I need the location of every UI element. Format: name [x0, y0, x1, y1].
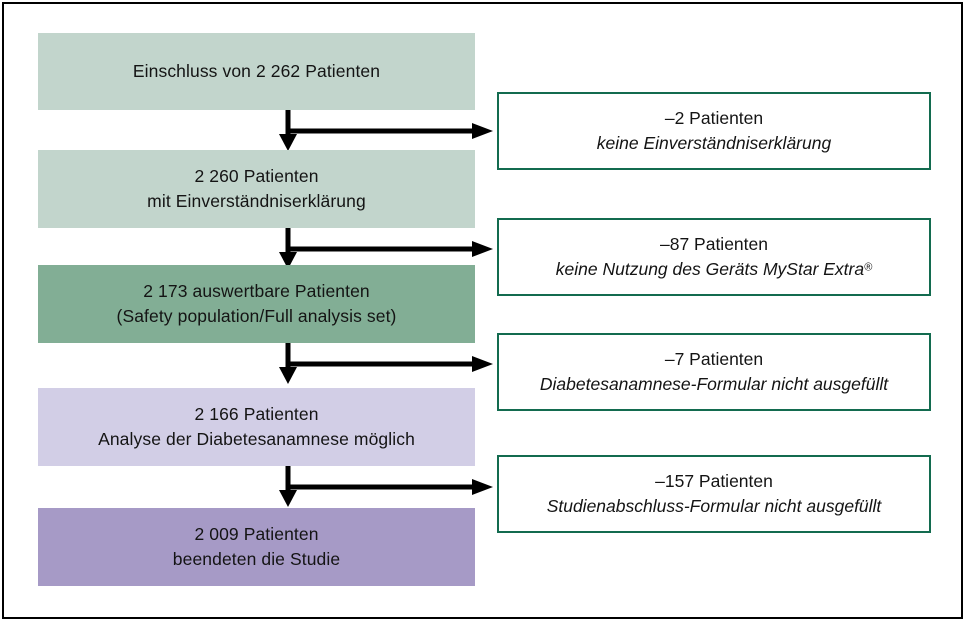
exclusion-reason: Diabetesanamnese-Formular nicht ausgefül… — [540, 372, 888, 397]
stage-line: 2 166 Patienten — [194, 404, 319, 425]
exclusion-reason: keine Einverständniserklärung — [597, 131, 831, 156]
stage-line: (Safety population/Full analysis set) — [116, 306, 397, 326]
exclusion-reason-text: keine Nutzung des Geräts MyStar Extra — [555, 259, 865, 279]
registered-trademark-icon: ® — [864, 261, 873, 274]
arrow-right-icon — [288, 241, 493, 257]
stage-box-completed: 2 009 Patienten beendeten die Studie — [38, 508, 475, 586]
arrow-right-icon — [288, 356, 493, 372]
arrow-down-icon — [279, 228, 297, 269]
exclusion-reason: Studienabschluss-Formular nicht ausgefül… — [547, 494, 882, 519]
exclusion-reason-text: keine Einverständniserklärung — [596, 133, 832, 153]
arrow-down-icon — [279, 466, 297, 507]
arrow-right-icon — [288, 479, 493, 495]
exclusion-box-completion-form-missing: –157 Patienten Studienabschluss-Formular… — [497, 455, 931, 533]
arrow-down-icon — [279, 343, 297, 384]
exclusion-reason-text: Diabetesanamnese-Formular nicht ausgefül… — [539, 374, 889, 394]
stage-line: 2 009 Patienten — [194, 524, 319, 545]
stage-line: mit Einverständniserklärung — [147, 191, 366, 211]
exclusion-count: –2 Patienten — [664, 108, 764, 129]
stage-line: Analyse der Diabetesanamnese möglich — [98, 429, 415, 449]
exclusion-count: –87 Patienten — [659, 234, 768, 255]
stage-line: Einschluss von 2 262 Patienten — [132, 61, 381, 82]
exclusion-count: –7 Patienten — [664, 349, 764, 370]
stage-box-evaluable: 2 173 auswertbare Patienten (Safety popu… — [38, 265, 475, 343]
arrow-right-icon — [288, 123, 493, 139]
exclusion-count: –157 Patienten — [655, 471, 773, 492]
stage-line: 2 173 auswertbare Patienten — [143, 281, 370, 302]
stage-line: beendeten die Studie — [172, 549, 341, 569]
stage-box-history-analysable: 2 166 Patienten Analyse der Diabetesanam… — [38, 388, 475, 466]
arrow-down-icon — [279, 110, 297, 151]
stage-box-enrolled: Einschluss von 2 262 Patienten — [38, 33, 475, 110]
exclusion-reason: keine Nutzung des Geräts MyStar Extra® — [556, 257, 872, 282]
stage-box-consented: 2 260 Patienten mit Einverständniserklär… — [38, 150, 475, 228]
stage-line: 2 260 Patienten — [194, 166, 319, 187]
exclusion-box-no-consent: –2 Patienten keine Einverständniserkläru… — [497, 92, 931, 170]
exclusion-box-history-form-missing: –7 Patienten Diabetesanamnese-Formular n… — [497, 333, 931, 411]
exclusion-reason-text: Studienabschluss-Formular nicht ausgefül… — [546, 496, 882, 516]
exclusion-box-no-device-use: –87 Patienten keine Nutzung des Geräts M… — [497, 218, 931, 296]
